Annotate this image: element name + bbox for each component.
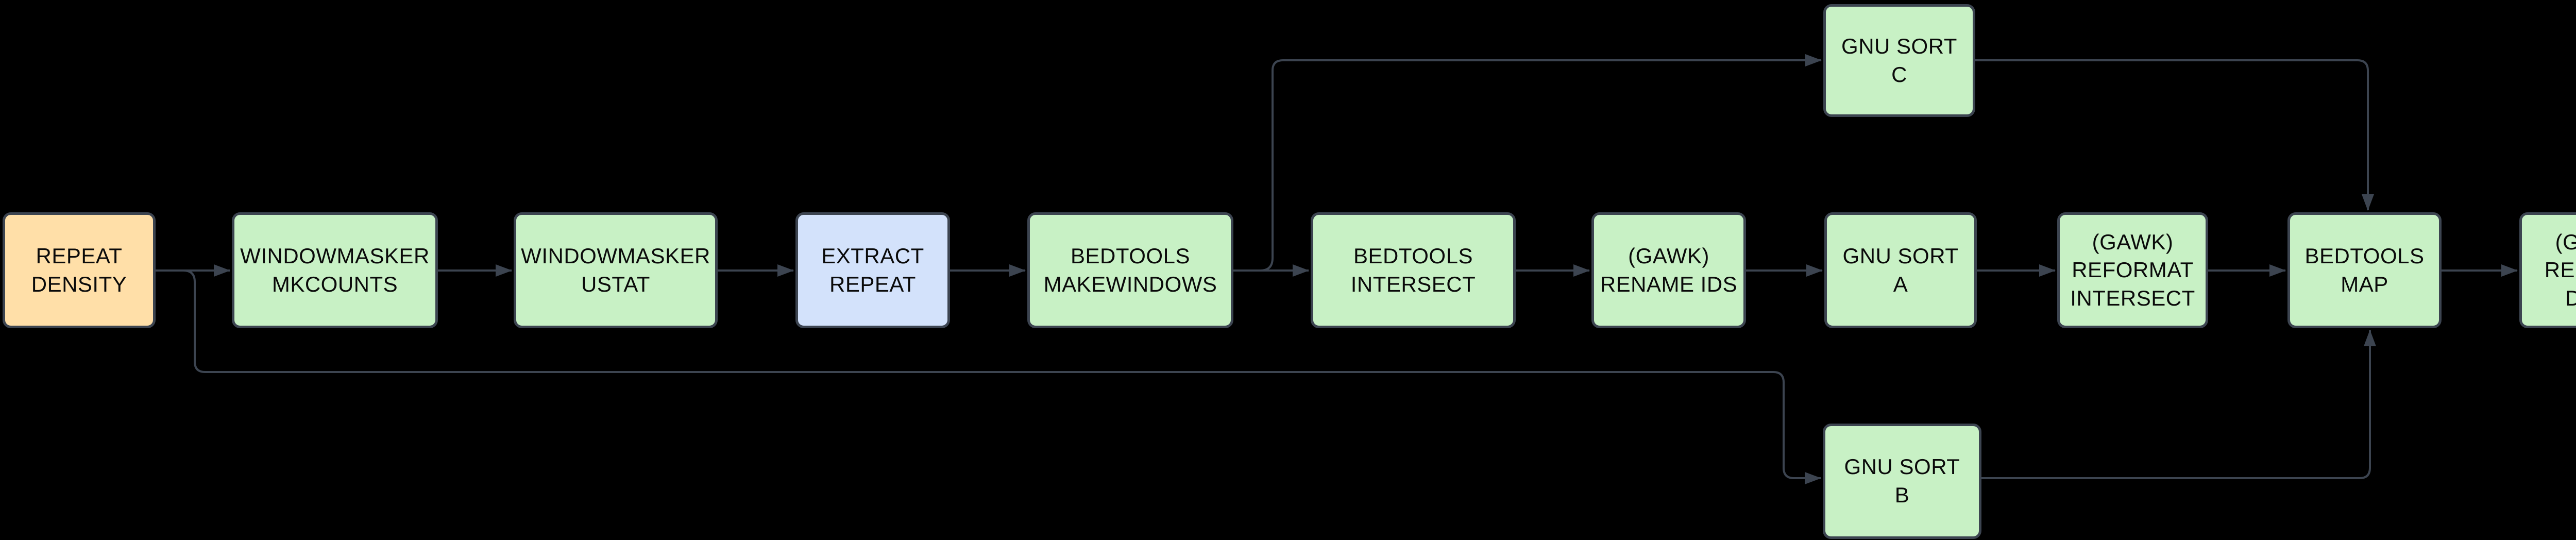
node-bedtools-makewindows: BEDTOOLS MAKEWINDOWS xyxy=(1027,212,1233,328)
node-label: BEDTOOLS MAP xyxy=(2304,243,2425,296)
node-label: EXTRACT REPEAT xyxy=(821,243,924,296)
node-gawk-rename-ids: (GAWK) RENAME IDS xyxy=(1591,212,1746,328)
node-label: GNU SORT A xyxy=(1842,243,1959,296)
node-gnu-sort-a: GNU SORT A xyxy=(1824,212,1977,328)
edge-gnu-sort-c-to-bedtools-map xyxy=(1975,59,2374,211)
node-bedtools-map: BEDTOOLS MAP xyxy=(2287,212,2442,328)
node-label: WINDOWMASKER MKCOUNTS xyxy=(240,243,430,296)
edge-repeat-density-to-gnu-sort-b xyxy=(183,269,1821,484)
node-gnu-sort-c: GNU SORT C xyxy=(1823,4,1975,117)
node-label: (GAWK) REPLACE DOTS xyxy=(2544,229,2576,310)
edge-bedtools-makewindows-to-gnu-sort-c xyxy=(1260,54,1822,272)
node-label: GNU SORT C xyxy=(1841,33,1957,87)
node-gawk-replace-dots: (GAWK) REPLACE DOTS xyxy=(2519,212,2576,328)
node-gawk-reformat-intersect: (GAWK) REFORMAT INTERSECT xyxy=(2057,212,2208,328)
edge-gnu-sort-b-to-bedtools-map xyxy=(1981,330,2376,479)
node-label: REPEAT DENSITY xyxy=(31,243,127,296)
node-label: (GAWK) REFORMAT INTERSECT xyxy=(2070,229,2195,310)
node-label: (GAWK) RENAME IDS xyxy=(1600,243,1738,296)
node-windowmasker-ustat: WINDOWMASKER USTAT xyxy=(514,212,718,328)
node-label: GNU SORT B xyxy=(1844,454,1960,507)
node-extract-repeat: EXTRACT REPEAT xyxy=(795,212,950,328)
node-gnu-sort-b: GNU SORT B xyxy=(1823,424,1981,539)
node-repeat-density: REPEAT DENSITY xyxy=(3,212,156,328)
node-bedtools-intersect: BEDTOOLS INTERSECT xyxy=(1311,212,1516,328)
node-label: BEDTOOLS INTERSECT xyxy=(1350,243,1476,296)
node-label: BEDTOOLS MAKEWINDOWS xyxy=(1043,243,1217,296)
node-label: WINDOWMASKER USTAT xyxy=(521,243,710,296)
node-windowmasker-mkcounts: WINDOWMASKER MKCOUNTS xyxy=(232,212,438,328)
